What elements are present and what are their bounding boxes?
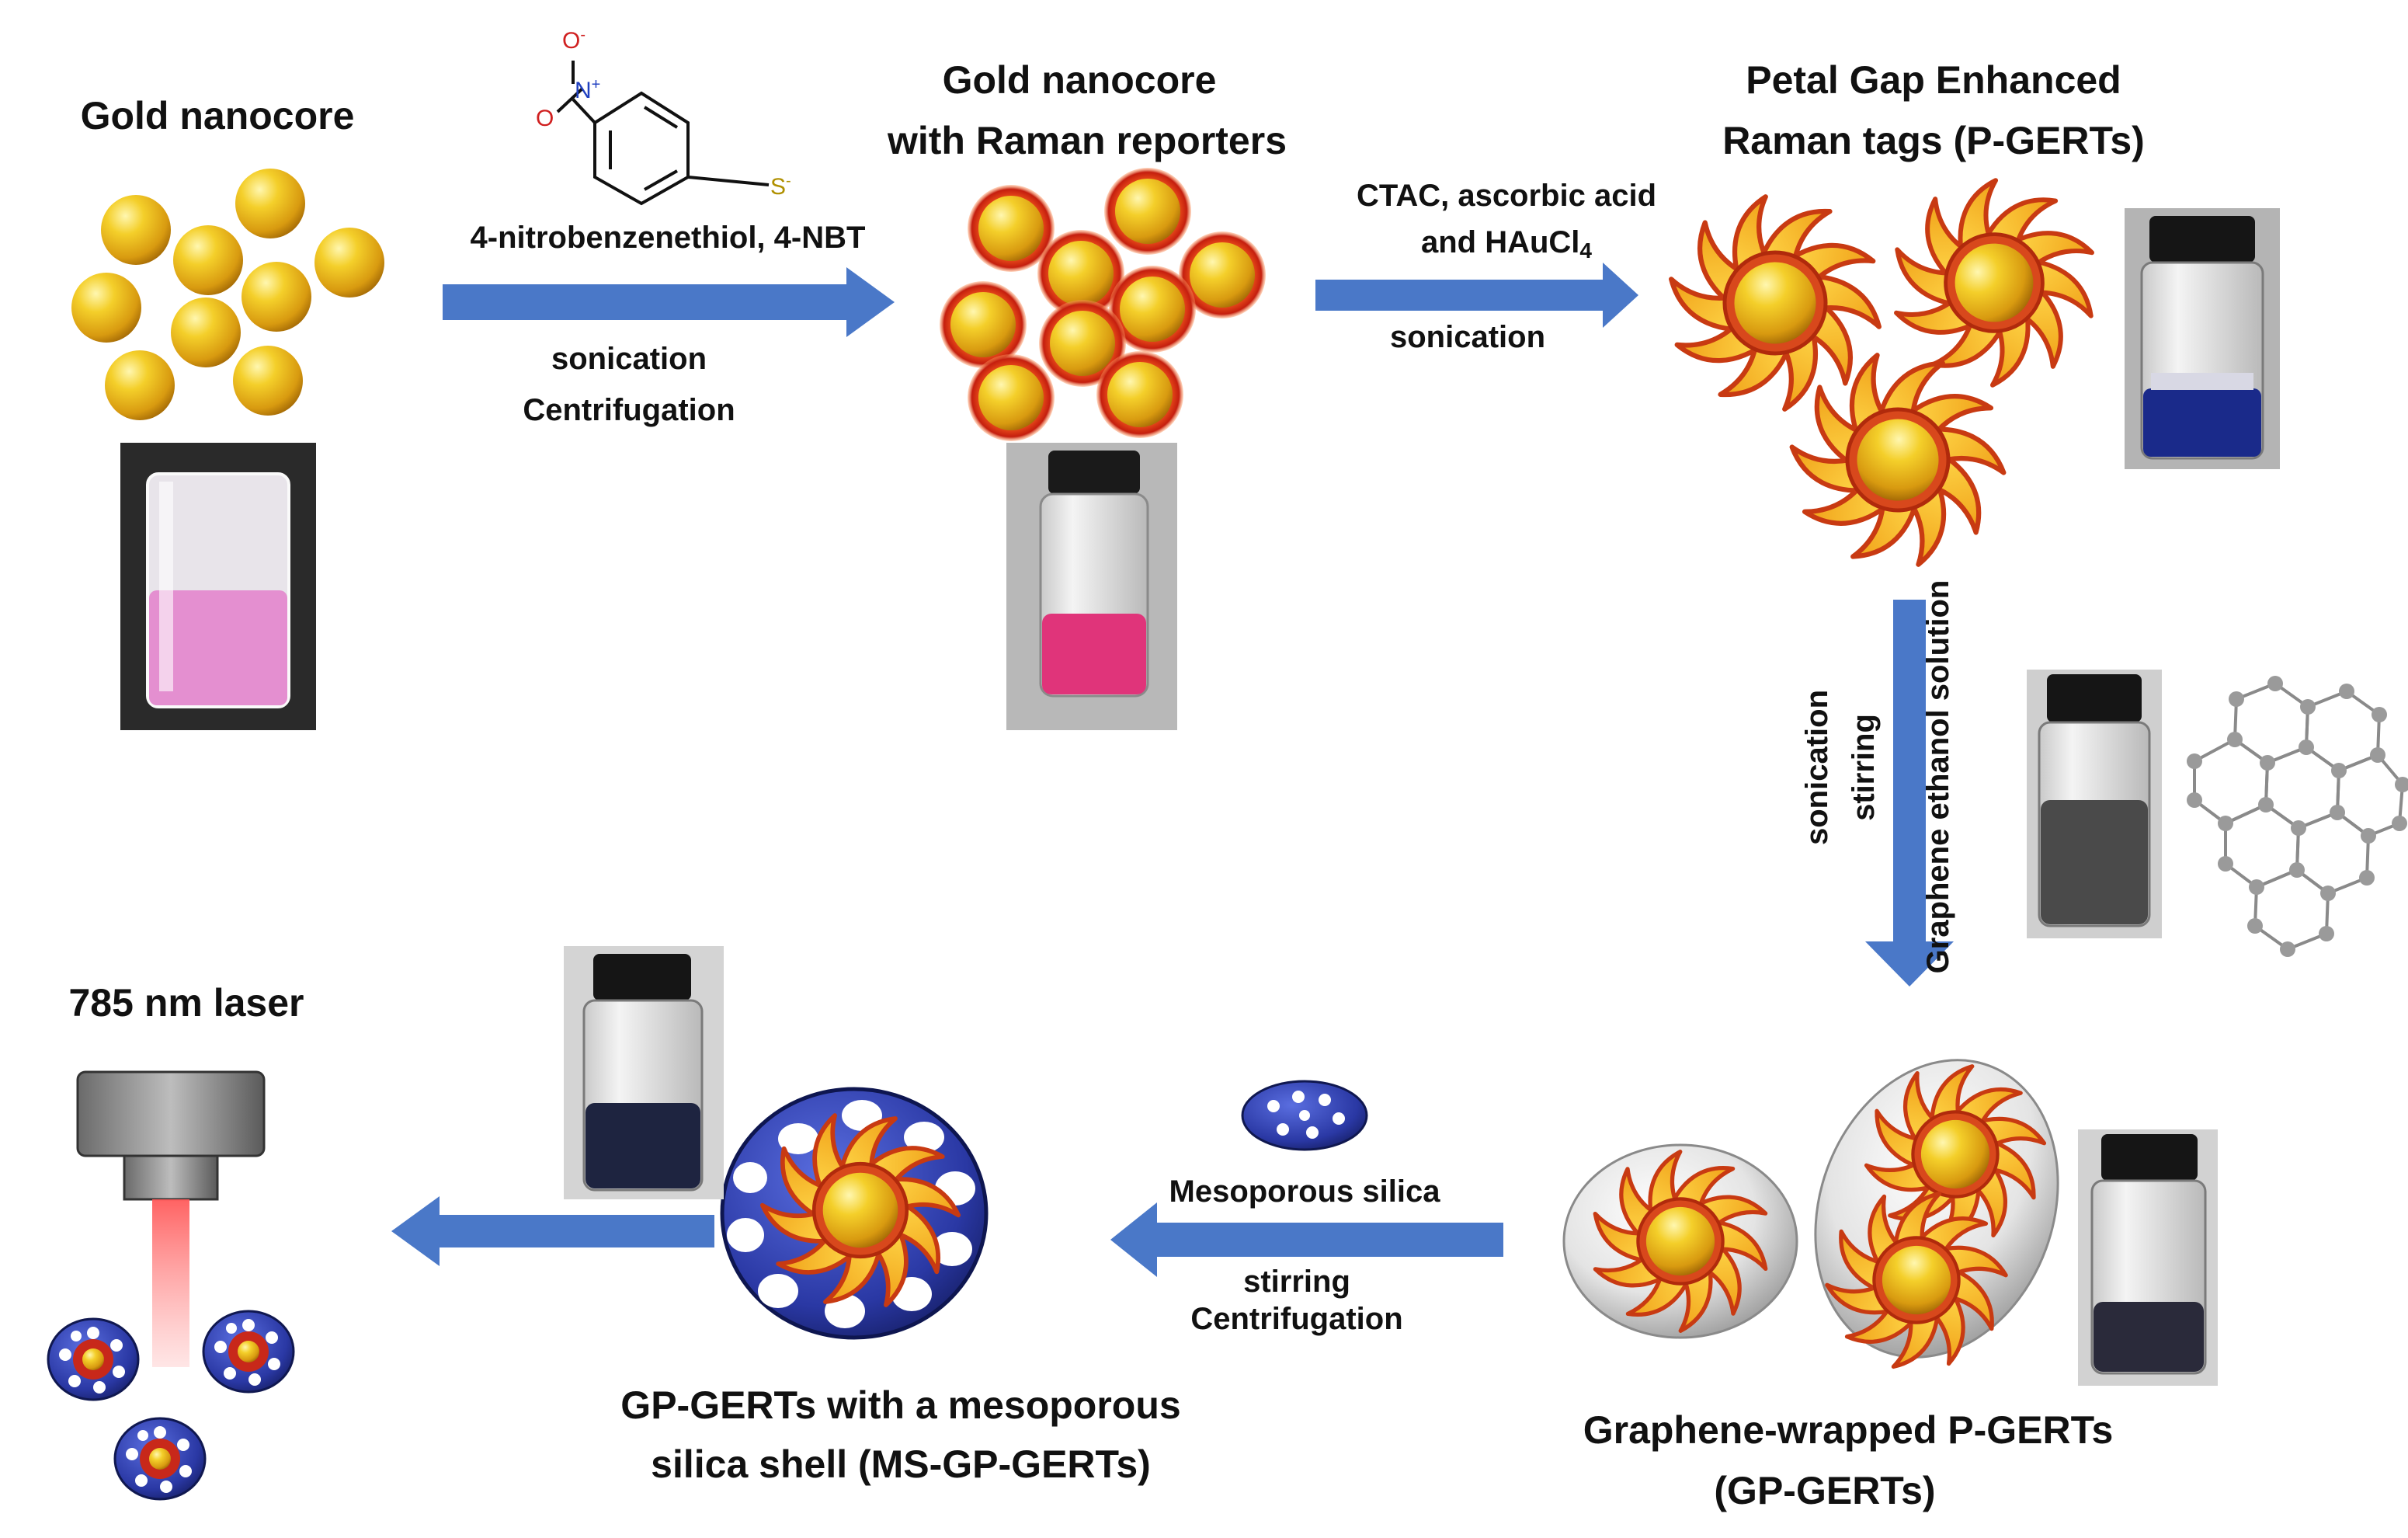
gold-sphere (235, 169, 305, 238)
molecule-atom-o1: O- (562, 26, 585, 54)
arrow4-condition-1: stirring (1243, 1265, 1350, 1299)
gold-sphere (105, 350, 175, 420)
molecule-atom-o2: O (536, 106, 554, 131)
molecule-atom-o1-symbol: O (562, 28, 581, 54)
arrow3-condition-2: stirring (1847, 714, 1881, 821)
msgpgerts-title-line1: GP-GERTs with a mesoporous (620, 1383, 1181, 1427)
pgerts-title-line1: Petal Gap Enhanced (1746, 58, 2121, 102)
msgpgerts-title-line2: silica shell (MS-GP-GERTs) (651, 1442, 1151, 1486)
gpgerts-vial-photo (2078, 1129, 2218, 1386)
raman-reporters-title-line1: Gold nanocore (942, 58, 1217, 102)
msgpgerts-particle (720, 1087, 989, 1340)
gpgerts-title-line2: (GP-GERTs) (1714, 1469, 1936, 1512)
gold-nanocore-title: Gold nanocore (80, 94, 355, 137)
raman-reporters-title-line2: with Raman reporters (887, 119, 1287, 162)
molecule-atom-o1-charge: - (580, 26, 586, 43)
arrow4-condition-2: Centrifugation (1190, 1302, 1403, 1336)
arrow2-condition-1: sonication (1389, 320, 1546, 354)
arrow3-condition-1: sonication (1800, 689, 1834, 846)
gold-sphere (314, 228, 384, 298)
gold-sphere (241, 262, 311, 332)
gold-sphere (171, 298, 241, 367)
arrow2-reagent-line2-text: and HAuCl (1420, 225, 1580, 259)
blue-vial-photo (2125, 208, 2280, 469)
molecule-atom-n: N+ (575, 76, 600, 104)
gold-sphere (101, 195, 171, 265)
gold-nanocore-group (71, 169, 384, 420)
laser-device (76, 1070, 266, 1367)
arrow-5 (391, 1196, 714, 1266)
beaker-photo (120, 443, 316, 730)
arrow-3 (1865, 600, 1954, 986)
raman-reporter-spheres (940, 168, 1266, 441)
arrow-1 (443, 267, 895, 337)
arrow2-reagent-line2: and HAuCl4 (1273, 219, 1739, 274)
silica-vial-photo (564, 946, 724, 1199)
gold-sphere (173, 225, 243, 295)
arrow2-reagent-subscript: 4 (1579, 238, 1592, 263)
pgerts-title-line2: Raman tags (P-GERTs) (1722, 119, 2145, 162)
laser-title: 785 nm laser (68, 981, 304, 1025)
gold-sphere (71, 273, 141, 343)
arrow1-condition-2: Centrifugation (523, 393, 735, 427)
gpgerts-particles (1562, 1026, 2098, 1405)
molecule-atom-n-symbol: N (575, 78, 592, 103)
molecule-atom-s-charge: - (786, 172, 791, 190)
arrow3-reagent-label: Graphene ethanol solution (1921, 579, 1955, 974)
arrow2-reagent-line1: CTAC, ascorbic acid (1356, 179, 1657, 213)
molecule-atom-s: S- (770, 172, 791, 200)
pink-vial-photo (1006, 443, 1177, 730)
gold-sphere (233, 346, 303, 416)
nitrobenzenethiol-molecule (556, 61, 770, 206)
graphene-atoms (2187, 676, 2408, 957)
gpgerts-title-line1: Graphene-wrapped P-GERTs (1583, 1408, 2114, 1452)
molecule-atom-n-charge: + (591, 76, 601, 93)
graphene-vial-photo (2027, 670, 2162, 938)
arrow1-condition-1: sonication (551, 342, 707, 376)
mesoporous-silica-icon (1241, 1080, 1368, 1151)
arrow1-reagent-label: 4-nitrobenzenethiol, 4-NBT (470, 221, 866, 255)
molecule-atom-s-symbol: S (770, 174, 787, 200)
arrow-4 (1110, 1202, 1503, 1277)
arrow-2 (1315, 263, 1638, 328)
arrow4-reagent-label: Mesoporous silica (1169, 1174, 1440, 1209)
